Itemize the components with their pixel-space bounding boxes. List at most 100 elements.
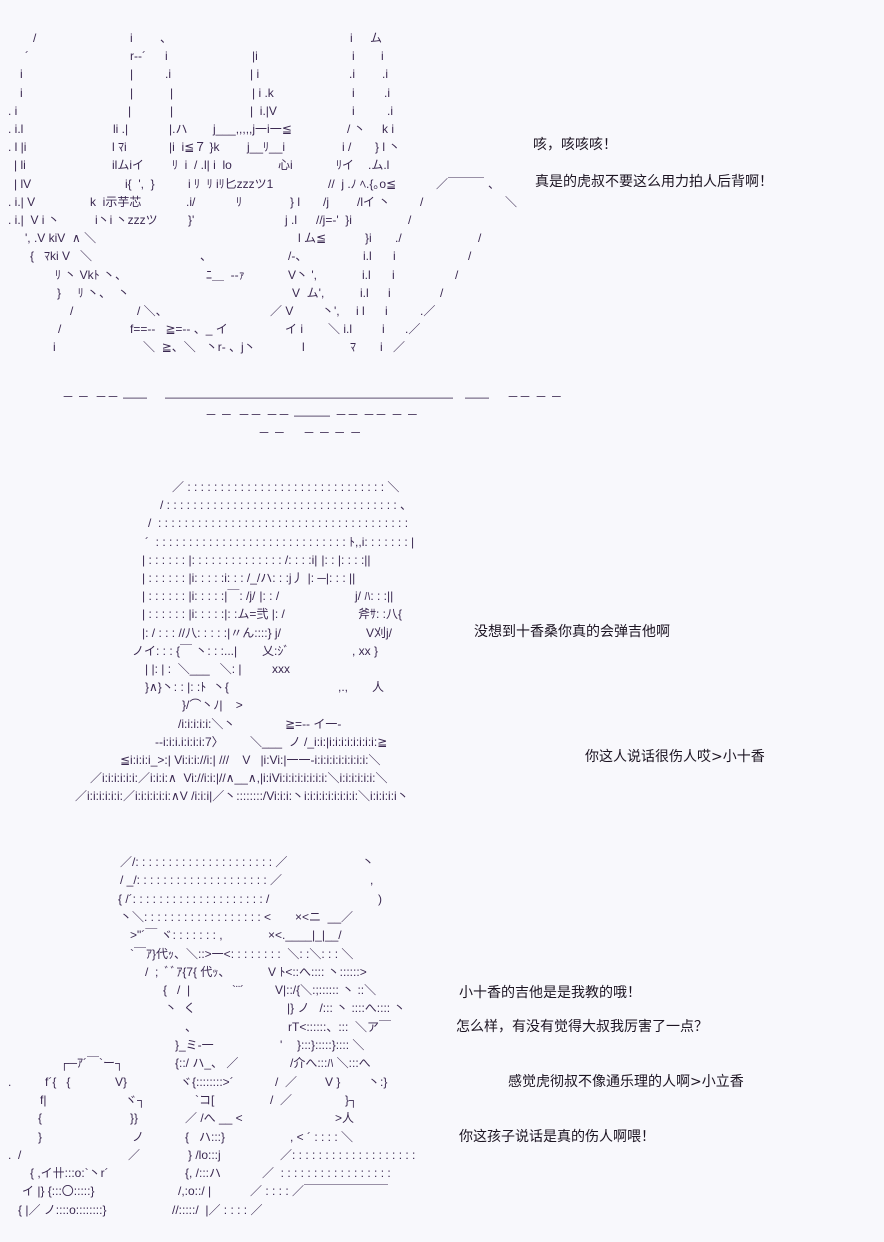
aa-segment: ヾ┐ bbox=[125, 1092, 146, 1107]
aa-segment: .i bbox=[165, 67, 171, 82]
aa-segment: i bbox=[352, 85, 355, 100]
aa-segment: i bbox=[392, 267, 395, 282]
aa-segment: }_ミ-一 bbox=[175, 1038, 214, 1052]
aa-segment: | bbox=[170, 85, 174, 100]
aa-segment: ム bbox=[370, 31, 383, 45]
aa-segment: 斧ｻ: :八{ bbox=[358, 607, 403, 622]
aa-segment: } l 丶 bbox=[375, 140, 401, 155]
aa-segment: |i bbox=[252, 49, 258, 64]
aa-segment: l ﾏi bbox=[112, 140, 127, 155]
aa-segment: － － bbox=[62, 390, 90, 404]
aa-segment: i bbox=[130, 31, 133, 45]
aa-segment: i bbox=[385, 304, 388, 318]
aa-segment: / ; ﾞﾞｱ{7{ 代ｯ、 bbox=[145, 964, 231, 979]
aa-segment: V丶 ', bbox=[288, 267, 317, 282]
aa-segment: | : : : : : : |i: : : : :i: : : /_/ハ: : … bbox=[142, 571, 304, 585]
aa-segment: ――― bbox=[294, 408, 331, 422]
aa-segment: /-、 bbox=[288, 249, 308, 264]
aa-segment: j__ﾘ__i bbox=[247, 140, 286, 155]
aa-segment: 心i bbox=[278, 158, 293, 173]
aa-segment: 丶', bbox=[322, 304, 340, 318]
aa-segment: , bbox=[370, 873, 374, 888]
aa-segment: i bbox=[352, 49, 355, 64]
aa-segment: i bbox=[381, 49, 384, 64]
aa-segment: //:::::/ |／ : : : : ／ bbox=[172, 1202, 263, 1217]
aa-segment: .i bbox=[387, 103, 393, 118]
aa-segment: ／: : : : : : : : : : : : : : : : : : : bbox=[280, 1147, 416, 1162]
dialogue-line: 咳，咳咳咳！ bbox=[533, 137, 617, 153]
aa-segment: xxx bbox=[272, 662, 290, 676]
aa-segment: ×<.____|_|__/ bbox=[268, 928, 342, 943]
aa-segment: V|::/{＼:;:::::: 丶 ::＼ bbox=[275, 983, 377, 998]
aa-segment: | bbox=[170, 103, 174, 118]
aa-segment: }:::}:::::}:::: ＼ bbox=[297, 1038, 365, 1052]
aa-segment: V刈j/ bbox=[366, 625, 393, 640]
aa-segment: － － bbox=[391, 408, 419, 422]
aa-segment: ≧=-- イ一- bbox=[285, 716, 342, 731]
aa-segment: －－ bbox=[95, 390, 120, 404]
aa-segment: `￣ｱ}代ｯ、＼::>一<: : : : : : : : ＼: :＼: : : … bbox=[130, 946, 354, 961]
aa-segment: / bbox=[70, 304, 74, 318]
aa-segment: ヾ{::::::::>´ bbox=[180, 1074, 234, 1089]
aa-segment: .ム.l bbox=[368, 158, 390, 173]
aa-segment: ,., bbox=[338, 680, 349, 695]
dialogue-line: 没想到十香桑你真的会弹吉他啊 bbox=[474, 624, 670, 640]
aa-segment: }' bbox=[188, 213, 195, 227]
aa-segment: V } bbox=[325, 1074, 341, 1089]
aa-segment: `¨´ bbox=[232, 983, 244, 998]
aa-segment: /lイ 丶 bbox=[357, 194, 391, 209]
dialogue-line: 怎么样，有没有觉得大叔我厉害了一点？ bbox=[456, 1019, 708, 1035]
aa-segment: }i bbox=[365, 231, 372, 246]
aa-segment: ／ : : : : : : : : : : : : : : : : : bbox=[262, 1166, 391, 1181]
aa-segment: |: : / bbox=[259, 589, 280, 604]
aa-segment: i bbox=[393, 249, 396, 264]
aa-segment: ≦i:i:i:i_>:| Vi:i:i://i:| /// V |i:Vi:|一… bbox=[120, 753, 381, 767]
aa-segment: i bbox=[352, 103, 355, 118]
aa-segment: －－ bbox=[363, 408, 388, 422]
aa-segment: / bbox=[33, 31, 37, 45]
aa-segment: ／/: : : : : : : : : : : : : : : : : : : … bbox=[120, 855, 288, 869]
aa-segment: li .| bbox=[113, 122, 129, 136]
aa-segment: . i bbox=[8, 103, 18, 118]
aa-segment: { bbox=[38, 1111, 43, 1126]
aa-segment: .／ bbox=[405, 322, 421, 337]
dialogue-line: 小十香的吉他是是我教的哦！ bbox=[459, 985, 641, 1001]
aa-segment: { / | bbox=[163, 983, 191, 998]
aa-segment: i.l bbox=[360, 285, 369, 300]
aa-segment: ´ : : : : : : : : : : : : : : : : : : : … bbox=[145, 534, 415, 549]
aa-segment: ilムiイ bbox=[112, 158, 144, 173]
aa-segment: } /lo:::j bbox=[188, 1147, 221, 1162]
aa-segment: ／ /へ __ < bbox=[185, 1111, 243, 1126]
aa-segment: . i.l bbox=[8, 122, 24, 136]
aa-segment: ', .V kiV ∧ ＼ bbox=[25, 231, 97, 246]
aa-segment: {::/ ハ_、 ／ bbox=[175, 1056, 239, 1071]
aa-segment: － － bbox=[205, 408, 233, 422]
aa-segment: f==-- ≧=-- 、_ イ bbox=[130, 322, 228, 337]
aa-segment: / bbox=[455, 267, 459, 282]
aa-segment: － － bbox=[258, 426, 286, 440]
aa-segment: -‐i:i:i.i:i:i:i:7〉 bbox=[155, 734, 224, 749]
aa-segment: ／i:i:i:i:i:i:／i:i:i:∧ Vi://i:i:|//∧__∧,|… bbox=[90, 771, 388, 786]
aa-segment: 丶:} bbox=[368, 1074, 388, 1089]
aa-segment: |: : |: : : :|| bbox=[321, 552, 371, 567]
aa-segment: rT<::::::、::: ＼ア￣ bbox=[288, 1019, 392, 1034]
aa-segment: ／ V bbox=[270, 304, 294, 318]
aa-segment: / 丶 bbox=[347, 122, 366, 136]
aa-segment: | : : : : : : |i: : : : :|￣: /j/ bbox=[142, 589, 256, 604]
aa-segment: i bbox=[382, 322, 385, 337]
aa-segment: ／ : : : : : : : : : : : : : : : : : : : … bbox=[172, 480, 400, 494]
aa-segment: V ﾄ<::へ:::: 丶::::::> bbox=[268, 964, 367, 979]
aa-segment: 丶 く bbox=[165, 1001, 196, 1016]
aa-segment: ＼ bbox=[505, 194, 518, 209]
aa-segment: . l |i bbox=[8, 140, 27, 155]
aa-segment: `コ[ bbox=[195, 1092, 215, 1107]
aa-segment: － bbox=[349, 426, 362, 440]
aa-segment: ´ bbox=[25, 49, 29, 64]
aa-segment: ＼ i.l bbox=[328, 322, 353, 337]
aa-segment: ノイ: : : {￣ 丶: : :...| bbox=[132, 643, 238, 658]
aa-segment: ﾆ＿ --ｧ bbox=[206, 267, 245, 282]
aa-segment: //j=-' }i bbox=[316, 213, 352, 227]
aa-segment: }∧}丶: : |: :ﾄ 丶{ bbox=[145, 680, 229, 695]
aa-segment: { /´: : : : : : : : : : : : : : : : : : … bbox=[118, 891, 270, 906]
